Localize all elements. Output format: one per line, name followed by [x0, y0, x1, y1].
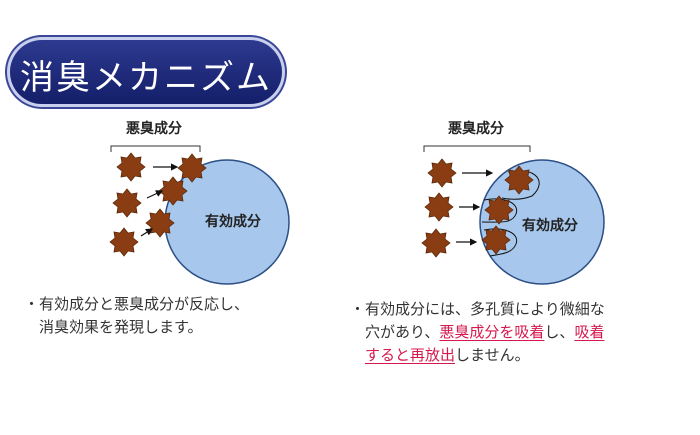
- right-caption-line: すると再放出しません。: [350, 344, 605, 367]
- left-bracket: [110, 145, 201, 152]
- caption-text: し、: [544, 323, 575, 341]
- title-banner: 消臭メカニズム: [10, 40, 282, 104]
- right-caption-line: ・有効成分には、多孔質により微細な: [350, 300, 605, 318]
- odor-molecule-icon: [158, 176, 188, 206]
- odor-molecule-icon: [177, 153, 207, 183]
- right-circle-label: 有効成分: [522, 217, 578, 234]
- page-title: 消臭メカニズム: [20, 58, 272, 98]
- right-panel: 悪臭成分 有効成分: [421, 120, 605, 285]
- left-panel: 悪臭成分 有効成分: [109, 120, 290, 285]
- right-bracket: [423, 145, 531, 152]
- right-caption: ・有効成分には、多孔質により微細な 穴があり、悪臭成分を吸着し、吸着 すると再放…: [350, 298, 605, 367]
- left-caption: ・有効成分と悪臭成分が反応し、 消臭効果を発現します。: [24, 293, 249, 339]
- odor-molecule-icon: [109, 227, 139, 257]
- highlight-text: 悪臭成分を吸着: [439, 323, 545, 341]
- trapped-odor-molecule-icon: [484, 195, 514, 225]
- arrow-icon: [146, 190, 164, 199]
- trapped-odor-molecule-icon: [504, 165, 534, 195]
- caption-text: 穴があり、: [365, 323, 440, 341]
- left-caption-line: 消臭効果を発現します。: [39, 318, 203, 336]
- left-caption-line: ・有効成分と悪臭成分が反応し、: [24, 295, 250, 313]
- left-odor-label: 悪臭成分: [126, 120, 182, 137]
- left-circle-label: 有効成分: [205, 213, 261, 230]
- odor-molecule-icon: [421, 228, 451, 258]
- odor-molecule-icon: [424, 192, 454, 222]
- right-caption-line: 穴があり、悪臭成分を吸着し、吸着: [350, 321, 605, 344]
- highlight-text: 吸着: [574, 323, 605, 341]
- odor-molecule-icon: [427, 158, 457, 188]
- odor-molecule-icon: [145, 208, 175, 238]
- highlight-text: すると再放出: [365, 346, 456, 364]
- caption-text: しません。: [455, 346, 530, 364]
- trapped-odor-molecule-icon: [481, 225, 511, 255]
- right-odor-label: 悪臭成分: [448, 120, 504, 137]
- odor-molecule-icon: [116, 152, 146, 182]
- odor-molecule-icon: [112, 188, 142, 218]
- arrow-icon: [140, 228, 154, 237]
- right-porous-circle: [479, 159, 605, 285]
- pore-outline: [483, 228, 518, 257]
